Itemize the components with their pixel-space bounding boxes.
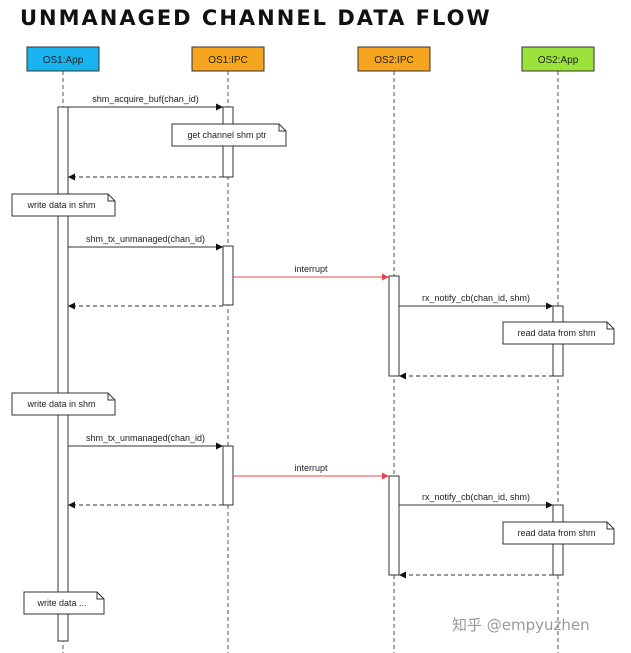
activation-bar (57, 106, 69, 642)
participant-label-os2_app: OS2:App (538, 55, 579, 66)
watermark: 知乎 @empyuzhen (452, 616, 590, 634)
note-fold (107, 393, 115, 401)
participant-box-os2_app (521, 46, 595, 72)
note-label: write data ... (36, 598, 86, 608)
note-fold (606, 322, 614, 330)
note-box (11, 193, 116, 217)
participant-box-os2_ipc (357, 46, 431, 72)
note-label: write data in shm (26, 399, 95, 409)
message-label: interrupt (294, 463, 328, 473)
note-box (23, 591, 105, 615)
message-label: rx_notify_cb(chan_id, shm) (422, 293, 530, 303)
note-box (11, 392, 116, 416)
message-label: interrupt (294, 264, 328, 274)
participant-label-os1_ipc: OS1:IPC (208, 55, 247, 66)
note-label: read data from shm (517, 328, 595, 338)
note-fold (96, 592, 104, 600)
diagram-title: UNMANAGED CHANNEL DATA FLOW (20, 6, 492, 30)
participant-box-os1_ipc (191, 46, 265, 72)
note-box (171, 123, 287, 147)
participant-label-os2_ipc: OS2:IPC (374, 55, 413, 66)
note-fold (278, 124, 286, 132)
note-fold (107, 194, 115, 202)
note-label: get channel shm ptr (187, 130, 266, 140)
participant-label-os1_app: OS1:App (43, 55, 84, 66)
activation-bar (388, 275, 400, 377)
participant-box-os1_app (26, 46, 100, 72)
message-label: shm_tx_unmanaged(chan_id) (86, 433, 205, 443)
activation-bar (222, 245, 234, 306)
note-fold (606, 522, 614, 530)
note-label: read data from shm (517, 528, 595, 538)
message-label: shm_acquire_buf(chan_id) (92, 94, 199, 104)
note-box (502, 521, 615, 545)
message-label: shm_tx_unmanaged(chan_id) (86, 234, 205, 244)
message-label: rx_notify_cb(chan_id, shm) (422, 492, 530, 502)
activation-bar (222, 445, 234, 506)
activation-bar (388, 475, 400, 576)
note-box (502, 321, 615, 345)
note-label: write data in shm (26, 200, 95, 210)
